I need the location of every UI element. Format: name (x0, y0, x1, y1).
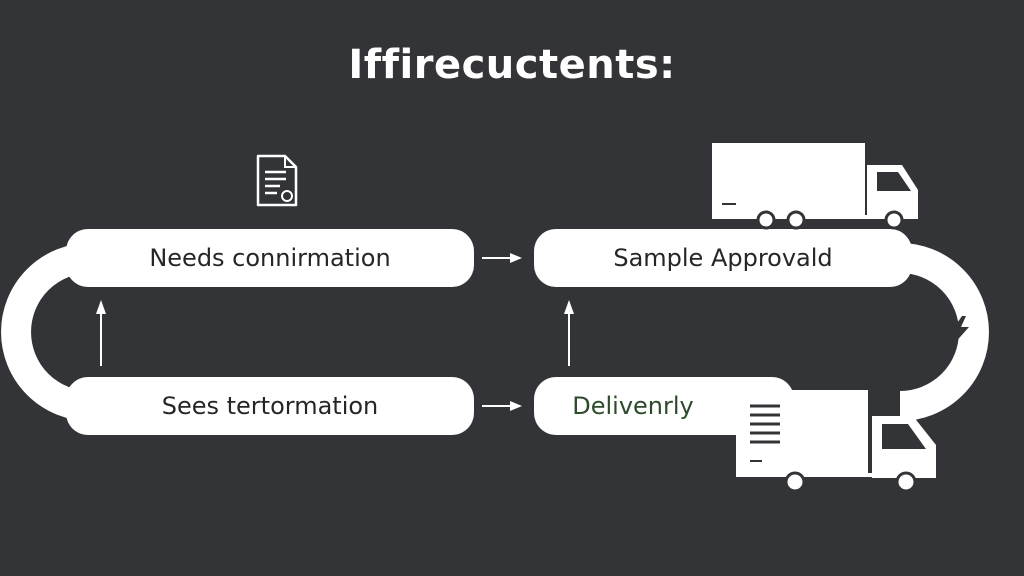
node-label-needs: Needs connirmation (149, 244, 391, 272)
left-loop-track (1, 243, 91, 421)
arrow-needs-to-sample (482, 253, 522, 263)
pill-sample (534, 229, 912, 287)
pill-delivery (534, 377, 794, 435)
pill-needs (66, 229, 474, 287)
arrow-sees-to-needs (96, 300, 106, 366)
node-label-delivery: Delivenrly (572, 392, 694, 420)
node-label-sees: Sees tertormation (161, 392, 379, 420)
right-loop-track (899, 243, 989, 421)
delivery-truck-icon (736, 390, 936, 493)
arrow-sees-to-delivery (482, 401, 522, 411)
pill-sees (66, 377, 474, 435)
diagram-title: Iffirecuctents: (348, 42, 676, 88)
lightning-icon (951, 316, 969, 345)
document-icon (256, 154, 298, 207)
arrow-delivery-to-sample (564, 300, 574, 366)
truck-icon (712, 143, 918, 230)
node-label-sample: Sample Approvald (613, 244, 833, 272)
